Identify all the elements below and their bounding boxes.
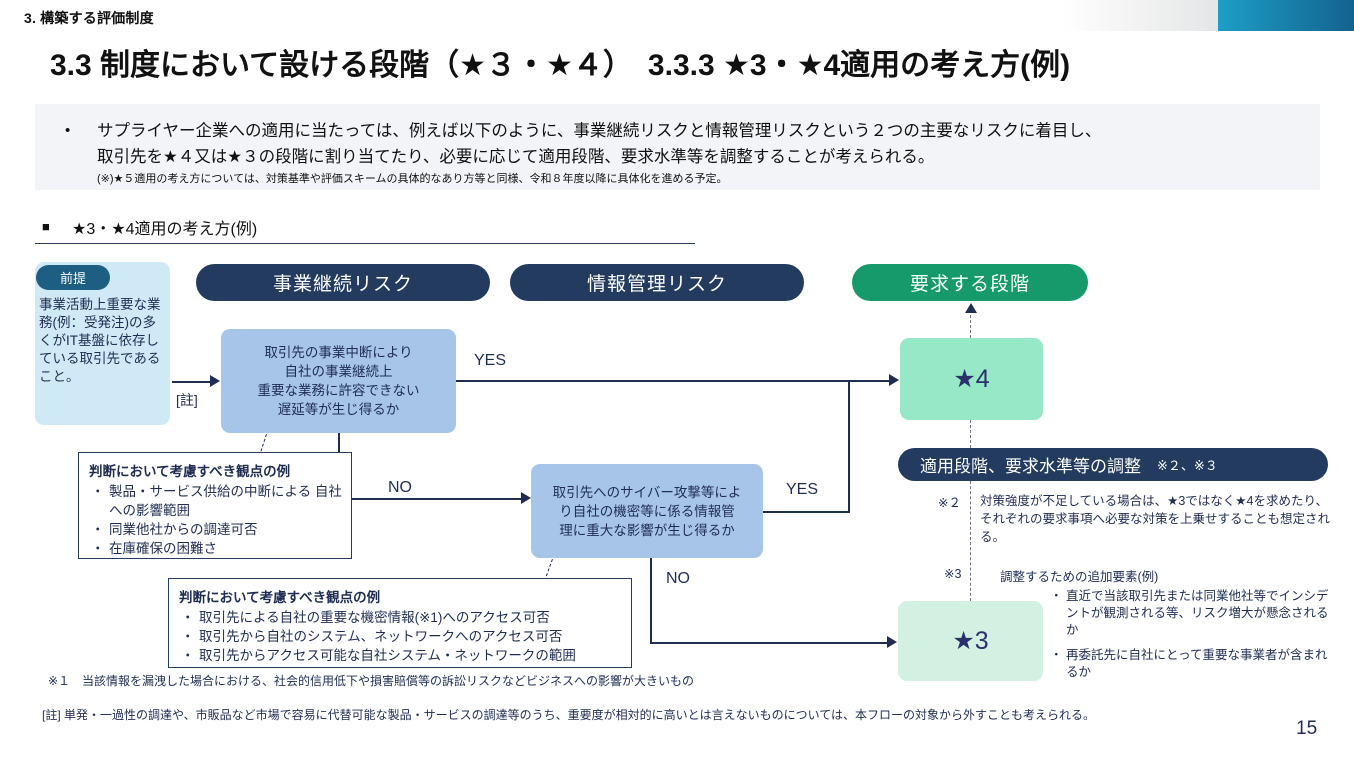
connector-premise-to-decision1 [172, 381, 212, 383]
premise-body: 事業活動上重要な業務(例：受発注)の多くがIT基盤に依存している取引先であること… [39, 297, 161, 384]
note-marker-label: [註] [176, 392, 198, 408]
note2-key: ※２ [938, 496, 961, 510]
connector-decision2-no-horizontal [650, 642, 894, 644]
column-header-information-management-risk: 情報管理リスク [510, 264, 804, 301]
section-rule [35, 243, 695, 244]
header-blue-gradient [1218, 0, 1354, 31]
decision2-line: 取引先へのサイバー攻撃等によ [552, 484, 742, 500]
section-title: ★3・★4適用の考え方(例) [72, 221, 258, 238]
lead-panel: • サプライヤー企業への適用に当たっては、例えば以下のように、事業継続リスクと情… [35, 104, 1320, 190]
viewpoint-box-1: 判断において考慮すべき観点の例 製品・サービス供給の中断による 自社への影響範囲… [78, 452, 352, 559]
adjustment-pill: 適用段階、要求水準等の調整 ※２、※３ [898, 448, 1328, 481]
connector-decision2-no-vertical [650, 558, 652, 644]
leader-star4-to-header [970, 310, 971, 338]
kicker-text: 3. 構築する評価制度 [24, 10, 154, 26]
column-header-label: 事業継続リスク [272, 274, 413, 295]
lead-line-2: 取引先を★４又は★３の段階に割り当てたり、必要に応じて適用段階、要求水準等を調整… [97, 148, 935, 166]
arrow-head-right [210, 375, 220, 387]
lead-note: (※)★５適用の考え方については、対策基準や評価スキームの具体的なあり方等と同様… [97, 173, 728, 185]
adjustment-pill-label: 適用段階、要求水準等の調整 [920, 457, 1141, 476]
viewpoint-box-2: 判断において考慮すべき観点の例 取引先による自社の重要な機密情報(※1)へのアク… [168, 578, 632, 668]
edge-label-yes-1: YES [474, 352, 507, 369]
footnote-2: [註] 単発・一過性の調達や、市販品など市場で容易に代替可能な製品・サービスの調… [42, 708, 1096, 722]
leader-star4-to-adjust [970, 420, 971, 448]
adjustment-pill-sub: ※２、※３ [1157, 458, 1218, 473]
viewpoint-box-1-title: 判断において考慮すべき観点の例 [89, 464, 291, 479]
note3-list: 直近で当該取引先または同業他社等でインシデントが観測される等、リスク増大が懸念さ… [1050, 588, 1335, 689]
page-number: 15 [1296, 718, 1318, 739]
decision1-line: 重要な業務に許容できない [257, 383, 420, 398]
viewpoint-box-2-item: 取引先からアクセス可能な自社システム・ネットワークの範囲 [179, 646, 631, 665]
column-header-required-tier: 要求する段階 [852, 264, 1088, 301]
connector-decision2-yes-horizontal [763, 511, 850, 513]
edge-label-no-2: NO [666, 570, 690, 587]
stage-box-star4: ★4 [900, 338, 1043, 420]
arrow-head-right [887, 636, 897, 648]
lead-bullet: • [65, 122, 71, 139]
connector-decision1-no-horizontal [338, 498, 528, 500]
decision-box-business-continuity: 取引先の事業中断により 自社の事業継続上 重要な業務に許容できない 遅延等が生じ… [221, 329, 456, 433]
decision-box-information-management: 取引先へのサイバー攻撃等によ り自社の機密等に係る情報管 理に重大な影響が生じ得… [531, 464, 763, 558]
arrow-head-right [521, 492, 531, 504]
edge-label-yes-2: YES [786, 481, 819, 498]
edge-label-no-1: NO [388, 479, 412, 496]
viewpoint-box-1-item: 同業他社からの調達可否 [89, 520, 351, 539]
viewpoint-box-1-item: 製品・サービス供給の中断による 自社への影響範囲 [89, 482, 351, 520]
leader-adjust-to-star3 [970, 481, 971, 601]
decision1-line: 取引先の事業中断により [264, 345, 413, 360]
arrow-head-right [889, 374, 899, 386]
premise-tag: 前提 [36, 265, 110, 290]
viewpoint-box-2-title: 判断において考慮すべき観点の例 [179, 590, 381, 605]
note2-body: 対策強度が不足している場合は、★3ではなく★4を求めたり、それぞれの要求事項へ必… [980, 494, 1331, 544]
page-title: 3.3 制度において設ける段階（★３・★４） 3.3.3 ★3・★4適用の考え方… [50, 49, 1071, 82]
header-gray-gradient [1060, 0, 1220, 31]
note3-title: 調整するための追加要素(例) [1000, 570, 1159, 584]
section-marker-icon: ■ [42, 219, 50, 234]
connector-decision2-yes-vertical [848, 380, 850, 512]
viewpoint-box-1-item: 在庫確保の困難さ [89, 539, 351, 558]
column-header-label: 情報管理リスク [586, 274, 727, 295]
lead-line-1: サプライヤー企業への適用に当たっては、例えば以下のように、事業継続リスクと情報管… [97, 122, 1102, 140]
stage-box-star3: ★3 [898, 601, 1043, 681]
connector-decision1-yes [456, 380, 894, 382]
decision2-line: 理に重大な影響が生じ得るか [559, 522, 735, 538]
column-header-business-continuity-risk: 事業継続リスク [196, 264, 490, 301]
decision1-line: 遅延等が生じ得るか [277, 402, 400, 417]
note3-item: 再委託先に自社にとって重要な事業者が含まれるか [1050, 647, 1335, 681]
decision1-line: 自社の事業継続上 [284, 364, 393, 379]
footnote-1: ※１ 当該情報を漏洩した場合における、社会的信用低下や損害賠償等の訴訟リスクなど… [48, 674, 695, 688]
decision2-line: り自社の機密等に係る情報管 [559, 503, 735, 519]
column-header-label: 要求する段階 [909, 274, 1030, 295]
arrow-head-up [965, 303, 977, 313]
viewpoint-box-2-item: 取引先から自社のシステム、ネットワークへのアクセス可否 [179, 627, 631, 646]
note3-key: ※3 [944, 567, 962, 581]
note3-item: 直近で当該取引先または同業他社等でインシデントが観測される等、リスク増大が懸念さ… [1050, 588, 1335, 639]
viewpoint-box-2-item: 取引先による自社の重要な機密情報(※1)へのアクセス可否 [179, 608, 631, 627]
